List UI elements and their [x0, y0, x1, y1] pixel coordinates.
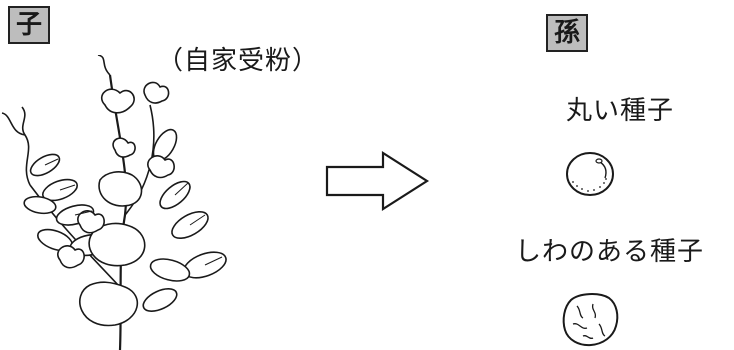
right-arrow-icon	[325, 150, 430, 212]
pea-plant-icon	[1, 55, 227, 350]
grandchild-label: 孫	[546, 14, 588, 52]
wrinkled-seed-icon	[562, 293, 619, 347]
self-pollination-text: （自家受粉）	[157, 46, 320, 76]
round-seed-icon	[566, 152, 614, 196]
wrinkled-seed-label: しわのある種子	[515, 237, 705, 267]
child-label: 子	[8, 6, 50, 44]
round-seed-label: 丸い種子	[566, 96, 675, 126]
